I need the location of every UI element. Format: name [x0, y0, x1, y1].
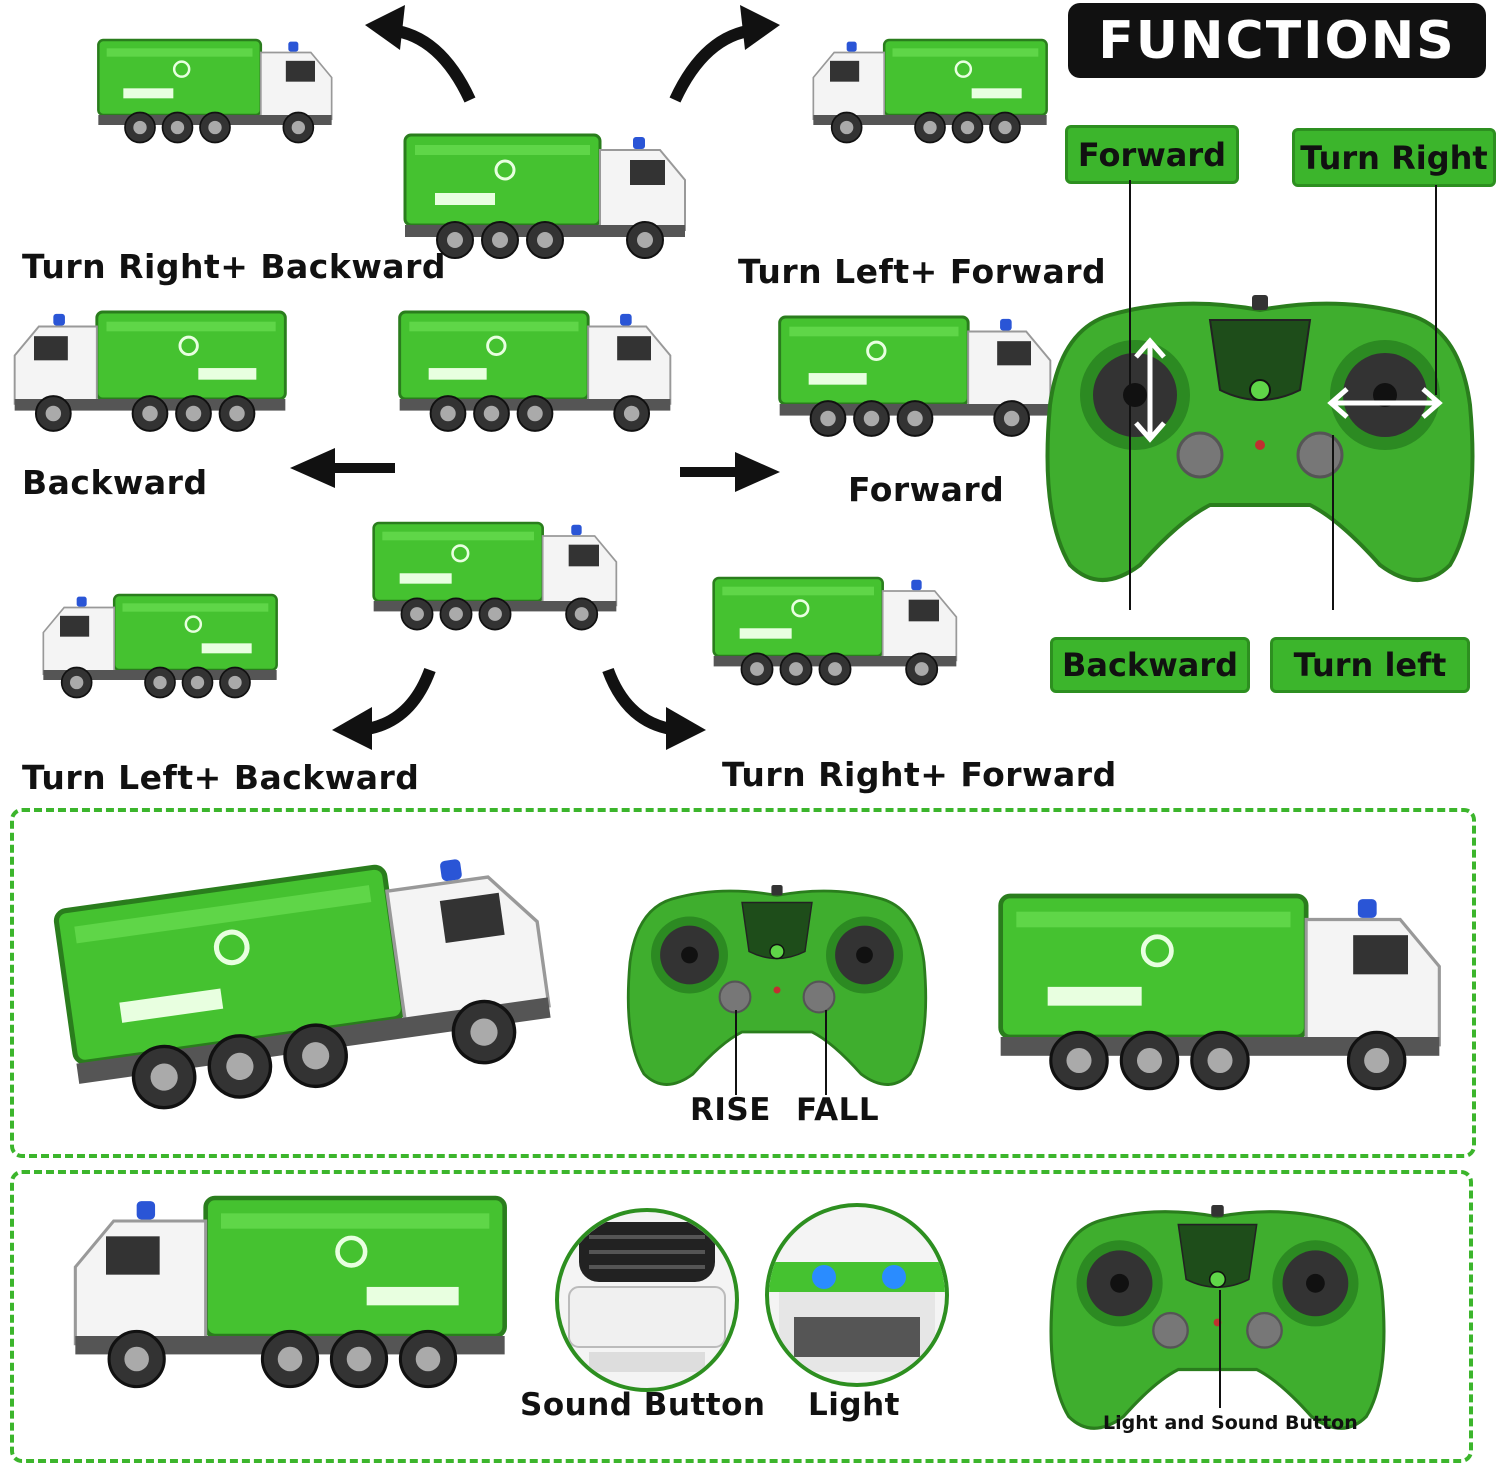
truck-center-middle — [390, 300, 680, 440]
functions-title: FUNCTIONS — [1068, 3, 1486, 78]
truck-turn-right-backward — [90, 20, 340, 160]
curved-arrow-up-left-icon — [365, 5, 476, 103]
curved-arrow-down-right-icon — [602, 667, 706, 750]
truck-front-view — [60, 1140, 520, 1440]
leader-lines — [1129, 180, 1437, 610]
label-turn-right-forward: Turn Right+ Forward — [722, 755, 1117, 794]
curved-arrow-up-right-icon — [669, 5, 780, 103]
truck-forward — [770, 305, 1060, 445]
truck-dumping — [50, 850, 560, 1110]
label-backward: Backward — [22, 463, 208, 502]
label-fall: FALL — [796, 1092, 880, 1128]
left-right-arrow-icon — [1327, 387, 1443, 419]
truck-center-top — [390, 125, 700, 265]
truck-turn-left-forward — [805, 20, 1055, 160]
truck-turn-right-forward — [705, 550, 965, 710]
arrow-left-icon — [290, 448, 395, 488]
label-light: Light — [808, 1387, 900, 1423]
lift-leader-lines — [735, 1010, 827, 1095]
truck-backward — [5, 300, 295, 440]
label-sound-button: Sound Button — [520, 1387, 766, 1423]
light-sound-panel — [10, 1170, 1473, 1463]
siren-light-icon — [769, 1262, 945, 1372]
truck-center-bottom — [365, 490, 625, 660]
label-turn-right-backward: Turn Right+ Backward — [22, 247, 446, 286]
lift-function-panel — [10, 808, 1476, 1158]
label-light-and-sound-button: Light and Sound Button — [1103, 1412, 1358, 1434]
tag-forward: Forward — [1065, 125, 1239, 184]
light-sound-leader-line — [1219, 1290, 1221, 1408]
tag-turn-left: Turn left — [1270, 637, 1470, 693]
tag-turn-right: Turn Right — [1292, 128, 1496, 187]
light-closeup — [765, 1203, 949, 1387]
label-turn-left-backward: Turn Left+ Backward — [22, 758, 420, 797]
tag-backward: Backward — [1050, 637, 1250, 693]
truck-turn-left-backward — [35, 555, 285, 735]
curved-arrow-down-left-icon — [332, 667, 436, 750]
truck-lowered — [985, 880, 1455, 1100]
grille-icon — [568, 1222, 726, 1372]
sound-button-closeup — [555, 1208, 739, 1392]
up-down-arrow-icon — [1134, 337, 1166, 443]
arrow-right-icon — [680, 452, 780, 492]
label-rise: RISE — [690, 1092, 771, 1128]
label-forward: Forward — [848, 470, 1005, 509]
label-turn-left-forward: Turn Left+ Forward — [738, 252, 1107, 291]
